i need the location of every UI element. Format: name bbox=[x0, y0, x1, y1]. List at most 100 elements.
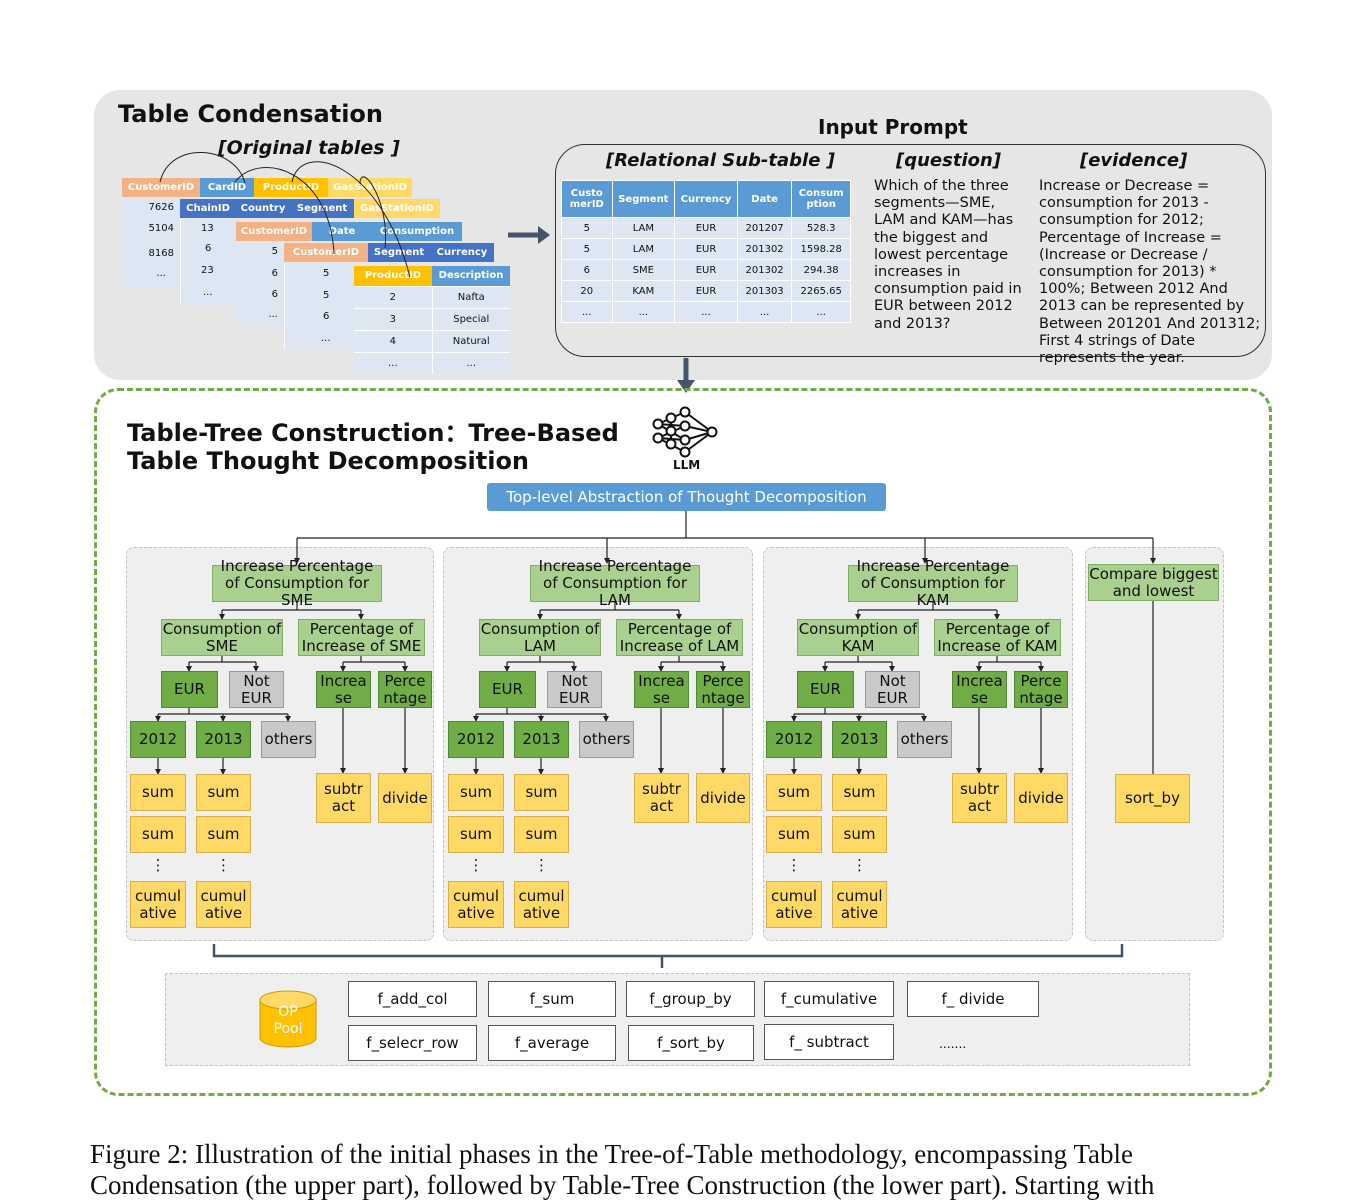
orig-t4-h0: CustomerID bbox=[284, 243, 368, 262]
op-f-sort-by: f_sort_by bbox=[628, 1025, 754, 1061]
orig-t3-h2: Consumption bbox=[372, 222, 462, 241]
question-label: [question] bbox=[896, 150, 1002, 171]
sum-b1-lam: sum bbox=[514, 774, 569, 811]
orig-t5-h1: Description bbox=[432, 266, 510, 286]
orig-t4-body: 5 5 6 ... bbox=[284, 263, 354, 349]
eur-kam: EUR bbox=[797, 671, 854, 708]
divide-lam: divide bbox=[696, 773, 750, 823]
orig-t3-body: 5 6 6 ... bbox=[236, 242, 284, 326]
consumption-kam: Consumption of KAM bbox=[797, 619, 919, 656]
percentage-sme: Percentage of Increase of SME bbox=[298, 619, 425, 656]
orig-t5-d1: Special bbox=[431, 309, 511, 330]
op-f-sum: f_sum bbox=[488, 981, 616, 1017]
eur-lam: EUR bbox=[479, 671, 536, 708]
orig-t1-r3: ... bbox=[156, 268, 166, 279]
subtract-kam: subtr act bbox=[952, 773, 1007, 823]
orig-t2-h3: GasStationID bbox=[354, 199, 440, 218]
orig-t2-h1: Country bbox=[236, 199, 290, 218]
cumulative-b-sme: cumul ative bbox=[196, 881, 251, 928]
orig-t5-d2: Natural bbox=[431, 331, 511, 352]
eur-sme: EUR bbox=[161, 671, 218, 708]
orig-t1-r1: 5104 bbox=[148, 223, 174, 234]
orig-t3-r2: 6 bbox=[271, 289, 278, 300]
relational-subtable: Custo merID Segment Currency Date Consum… bbox=[561, 180, 851, 323]
percentage-op-sme: Perce ntage bbox=[378, 671, 432, 708]
orig-t2-body: 13 6 23 ... bbox=[180, 219, 236, 305]
orig-t5-c0: 2 bbox=[389, 292, 396, 303]
consumption-sme: Consumption of SME bbox=[161, 619, 283, 656]
input-prompt-box bbox=[555, 144, 1266, 357]
orig-t5-c1: 3 bbox=[389, 314, 396, 325]
orig-t4-r1: 5 bbox=[323, 290, 330, 301]
orig-t2-r0: 13 bbox=[201, 223, 214, 234]
sort-by-box: sort_by bbox=[1115, 774, 1190, 823]
llm-icon bbox=[652, 406, 718, 458]
others-sme: others bbox=[261, 721, 316, 758]
divide-sme: divide bbox=[378, 773, 432, 823]
percentage-kam: Percentage of Increase of KAM bbox=[934, 619, 1061, 656]
sum-a1-sme: sum bbox=[130, 774, 186, 811]
not-eur-lam: Not EUR bbox=[547, 671, 602, 708]
others-lam: others bbox=[579, 721, 634, 758]
orig-t2-r3: ... bbox=[203, 287, 213, 298]
compare-box: Compare biggest and lowest bbox=[1088, 564, 1219, 601]
orig-t5-c2: 4 bbox=[389, 336, 396, 347]
orig-t5-c3: ... bbox=[387, 358, 398, 369]
orig-t4-h2: Currency bbox=[430, 243, 494, 262]
sum-a1-kam: sum bbox=[766, 774, 822, 811]
orig-table-1: CustomerID CardID ProductID GasStationID bbox=[122, 178, 417, 197]
op-f-divide: f_ divide bbox=[907, 981, 1039, 1017]
orig-t1-h1: CardID bbox=[200, 178, 254, 197]
increase-lam: Increa se bbox=[634, 671, 689, 708]
dots-a-sme: ⋮ bbox=[150, 855, 166, 874]
subtable-cell: 528.3 bbox=[791, 217, 851, 239]
sum-b1-sme: sum bbox=[196, 774, 251, 811]
subtract-sme: subtr act bbox=[316, 773, 371, 823]
input-prompt-title: Input Prompt bbox=[818, 115, 968, 139]
sum-b2-sme: sum bbox=[196, 816, 251, 853]
original-tables-label: [Original tables ] bbox=[218, 137, 400, 159]
cumulative-b-kam: cumul ative bbox=[832, 881, 887, 928]
percentage-lam: Percentage of Increase of LAM bbox=[616, 619, 743, 656]
subtable-cell: ... bbox=[611, 301, 676, 323]
op-f-cumulative: f_cumulative bbox=[764, 981, 894, 1017]
subtract-lam: subtr act bbox=[634, 773, 689, 823]
others-kam: others bbox=[897, 721, 952, 758]
consumption-lam: Consumption of LAM bbox=[479, 619, 601, 656]
orig-t2-r1: 6 bbox=[205, 243, 212, 254]
sum-a2-lam: sum bbox=[448, 816, 504, 853]
subtable-header: Date bbox=[736, 180, 793, 218]
year-2013-kam: 2013 bbox=[832, 721, 887, 758]
orig-t4-h1: Segment bbox=[368, 243, 430, 262]
table-condensation-title: Table Condensation bbox=[118, 100, 383, 128]
dots-b-sme: ⋮ bbox=[216, 855, 231, 874]
root-lam: Increase Percentage of Consumption for L… bbox=[530, 558, 700, 609]
year-2012-kam: 2012 bbox=[766, 721, 822, 758]
question-text: Which of the three segments—SME, LAM and… bbox=[874, 178, 1022, 332]
llm-label: LLM bbox=[673, 458, 701, 472]
op-f-group-by: f_group_by bbox=[626, 981, 755, 1017]
orig-t1-r2: 8168 bbox=[148, 248, 174, 259]
evidence-text: Increase or Decrease = consumption for 2… bbox=[1039, 178, 1261, 367]
increase-sme: Increa se bbox=[316, 671, 371, 708]
dots-a-kam: ⋮ bbox=[786, 855, 802, 874]
orig-t5-h0: ProductID bbox=[354, 266, 432, 286]
orig-t4-r2: 6 bbox=[323, 311, 330, 322]
orig-t3-h0: CustomerID bbox=[236, 222, 312, 241]
year-2012-sme: 2012 bbox=[130, 721, 186, 758]
subtable-cell: ... bbox=[791, 301, 851, 323]
evidence-label: [evidence] bbox=[1080, 150, 1188, 171]
orig-t5-d3: ... bbox=[431, 353, 511, 374]
dots-b-kam: ⋮ bbox=[852, 855, 867, 874]
orig-t3-h1: Date bbox=[312, 222, 372, 241]
orig-table-3: CustomerID Date Consumption bbox=[236, 222, 462, 241]
database-icon bbox=[259, 990, 317, 1048]
cumulative-a-sme: cumul ative bbox=[130, 881, 186, 928]
table-tree-title-1: Table-Tree Construction：Tree-Based bbox=[127, 419, 619, 447]
not-eur-kam: Not EUR bbox=[865, 671, 920, 708]
op-f-subtract: f_ subtract bbox=[764, 1024, 894, 1060]
sum-a1-lam: sum bbox=[448, 774, 504, 811]
cumulative-a-lam: cumul ative bbox=[448, 881, 504, 928]
